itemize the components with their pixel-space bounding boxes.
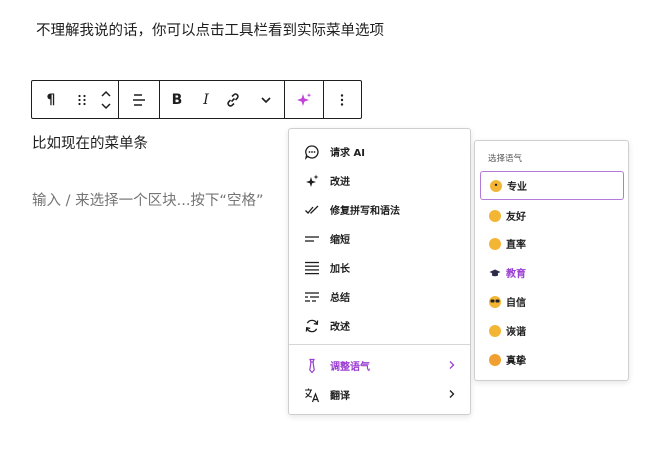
- tone-option-professional[interactable]: • 专业: [480, 171, 624, 200]
- rotate-icon: [303, 317, 321, 335]
- double-check-icon: [303, 201, 321, 219]
- toolbar-group-ai: [285, 81, 324, 118]
- block-toolbar: ¶ B I: [31, 80, 362, 119]
- menu-item-summarize[interactable]: 总结: [289, 282, 470, 311]
- graduation-cap-icon: [489, 267, 501, 279]
- menu-item-label: 改进: [330, 177, 350, 188]
- italic-button[interactable]: I: [194, 81, 218, 118]
- tone-submenu: 选择语气 • 专业 友好 直率 教育 自信 诙谐 真挚: [474, 140, 629, 381]
- monocle-face-icon: •: [490, 179, 502, 192]
- menu-item-label: 总结: [330, 293, 350, 304]
- menu-item-translate[interactable]: 翻译: [289, 380, 470, 409]
- tone-option-label: 专业: [507, 182, 527, 193]
- menu-item-lengthen[interactable]: 加长: [289, 253, 470, 282]
- more-formats-button[interactable]: [248, 81, 284, 118]
- tone-option-label: 自信: [506, 298, 526, 309]
- options-button[interactable]: [324, 81, 360, 118]
- grinning-face-icon: [489, 209, 501, 222]
- drag-handle[interactable]: [70, 81, 94, 118]
- menu-item-rephrase[interactable]: 改述: [289, 311, 470, 340]
- paragraph-block-button[interactable]: ¶: [32, 81, 70, 118]
- translate-icon: [303, 386, 321, 404]
- block-placeholder[interactable]: 输入 / 来选择一个区块...按下“空格”: [32, 193, 264, 209]
- menu-item-label: 修复拼写和语法: [330, 206, 400, 217]
- link-icon: [227, 92, 239, 107]
- menu-item-label: 请求 AI: [330, 148, 365, 159]
- paragraph-block[interactable]: 比如现在的菜单条: [32, 136, 148, 152]
- bold-button[interactable]: B: [160, 81, 194, 118]
- menu-item-label: 调整语气: [330, 362, 370, 373]
- menu-item-improve[interactable]: 改进: [289, 166, 470, 195]
- more-vertical-icon: [340, 93, 344, 106]
- menu-item-label: 改述: [330, 322, 350, 333]
- tone-option-friendly[interactable]: 友好: [480, 201, 624, 230]
- tone-option-direct[interactable]: 直率: [480, 229, 624, 258]
- chevron-right-icon: [449, 361, 455, 369]
- move-up-down-button[interactable]: [94, 81, 118, 118]
- tone-submenu-heading: 选择语气: [488, 154, 523, 164]
- menu-item-label: 加长: [330, 264, 350, 275]
- tone-option-sincere[interactable]: 真挚: [480, 345, 624, 374]
- chevron-up-icon: [101, 90, 111, 97]
- ai-sparkle-icon: [297, 92, 312, 106]
- intro-text: 不理解我说的话，你可以点击工具栏看到实际菜单选项: [36, 23, 384, 39]
- drag-handle-icon: [78, 94, 86, 105]
- tone-option-confident[interactable]: 自信: [480, 287, 624, 316]
- summary-lines-icon: [303, 288, 321, 306]
- tone-option-label: 教育: [506, 269, 526, 280]
- menu-item-shorten[interactable]: 缩短: [289, 224, 470, 253]
- ai-dropdown-menu: 请求 AI 改进 修复拼写和语法: [288, 128, 471, 415]
- neutral-face-icon: [489, 237, 501, 250]
- chat-bubble-icon: [303, 143, 321, 161]
- toolbar-group-format: B I: [160, 81, 285, 118]
- chevron-down-icon: [101, 102, 111, 109]
- tone-option-label: 友好: [506, 212, 526, 223]
- sunglasses-face-icon: [489, 295, 501, 308]
- laughing-face-icon: [489, 324, 501, 337]
- chevron-right-icon: [449, 390, 455, 398]
- chevron-down-icon: [261, 96, 271, 103]
- menu-item-fix-spelling[interactable]: 修复拼写和语法: [289, 195, 470, 224]
- align-button[interactable]: [119, 81, 159, 118]
- align-left-icon: [133, 93, 145, 106]
- toolbar-group-options: [324, 81, 360, 118]
- necktie-icon: [303, 357, 321, 375]
- toolbar-group-block: ¶: [32, 81, 119, 118]
- italic-icon: I: [203, 91, 209, 108]
- menu-divider: [289, 344, 470, 345]
- paragraph-icon: ¶: [46, 91, 56, 108]
- ai-assistant-button[interactable]: [285, 81, 323, 118]
- hugging-face-icon: [489, 353, 501, 366]
- tone-option-label: 直率: [506, 240, 526, 251]
- long-lines-icon: [303, 259, 321, 277]
- menu-item-label: 缩短: [330, 235, 350, 246]
- tone-option-educational[interactable]: 教育: [480, 258, 624, 287]
- tone-option-label: 诙谐: [506, 327, 526, 338]
- menu-item-adjust-tone[interactable]: 调整语气: [289, 351, 470, 380]
- menu-item-label: 翻译: [330, 391, 350, 402]
- link-button[interactable]: [218, 81, 248, 118]
- menu-item-ask-ai[interactable]: 请求 AI: [289, 137, 470, 166]
- sparkle-icon: [303, 172, 321, 190]
- bold-icon: B: [171, 91, 183, 108]
- toolbar-group-align: [119, 81, 160, 118]
- tone-option-label: 真挚: [506, 356, 526, 367]
- ai-actions-section: 请求 AI 改进 修复拼写和语法: [289, 129, 470, 340]
- tone-option-humorous[interactable]: 诙谐: [480, 316, 624, 345]
- short-lines-icon: [303, 230, 321, 248]
